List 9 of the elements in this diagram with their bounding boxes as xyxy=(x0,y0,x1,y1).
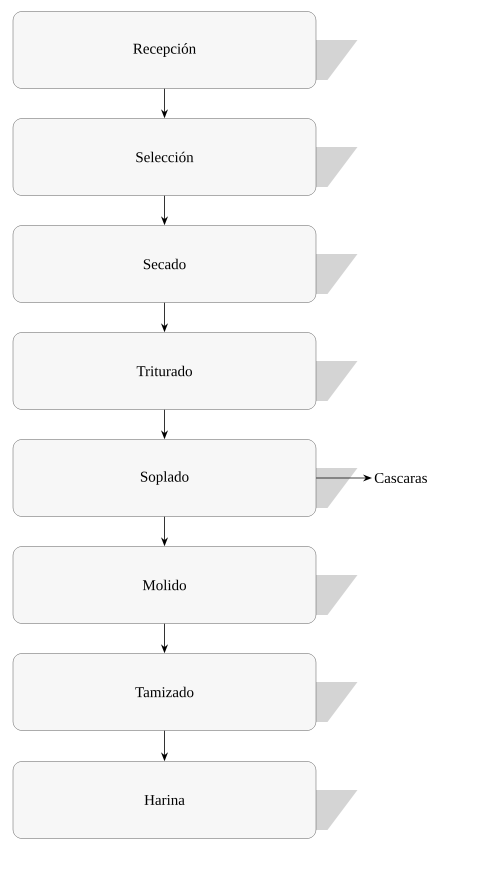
process-box: Selección xyxy=(12,118,358,196)
process-box: Triturado xyxy=(12,332,358,410)
process-box: Tamizado xyxy=(12,653,358,731)
process-box: Secado xyxy=(12,225,358,303)
process-box: Soplado xyxy=(12,439,358,517)
output-label: Cascaras xyxy=(374,472,427,484)
process-box: Harina xyxy=(12,761,358,839)
process-box: Recepción xyxy=(12,11,358,89)
process-box: Molido xyxy=(12,546,358,624)
